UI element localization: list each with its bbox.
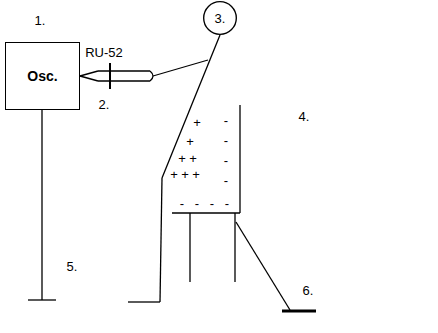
charge-sign: - [210, 197, 214, 210]
ground-symbol [28, 299, 56, 300]
leg [160, 178, 162, 302]
probe-collar [109, 63, 111, 89]
charge-sign: + [181, 168, 189, 181]
callout-number: 4. [299, 110, 310, 123]
charge-sign: - [224, 114, 228, 127]
callout-number: 6. [303, 284, 314, 297]
charge-sign: + [192, 168, 200, 181]
chair-leg [234, 213, 235, 282]
probe-name: RU-52 [85, 46, 123, 59]
chair-leg [189, 213, 190, 282]
callout-number: 2. [99, 98, 110, 111]
probe-wire [153, 60, 208, 76]
chair-seat [172, 212, 240, 213]
charge-sign: - [225, 197, 229, 210]
head-circle: 3. [203, 1, 237, 35]
charge-sign: - [224, 134, 228, 147]
charge-sign: - [224, 154, 228, 167]
torso [162, 35, 220, 178]
probe-lead [80, 71, 98, 76]
ground-wire [236, 222, 290, 310]
probe-body [98, 71, 153, 81]
charge-sign: - [224, 174, 228, 187]
probe-lead [80, 76, 98, 81]
charge-sign: + [193, 116, 201, 129]
chair-back [239, 105, 240, 213]
charge-sign: + [170, 168, 178, 181]
charge-sign: + [186, 135, 194, 148]
ground-wire [41, 110, 42, 300]
charge-sign: - [180, 197, 184, 210]
charge-sign: - [195, 197, 199, 210]
node-text: Osc. [27, 68, 57, 84]
oscilloscope-box: Osc. [5, 42, 80, 110]
foot [128, 301, 160, 302]
ground-plate [282, 310, 316, 313]
node-text: 3. [215, 11, 226, 26]
callout-number: 5. [67, 260, 78, 273]
callout-number: 1. [35, 14, 46, 27]
charge-sign: + [178, 152, 186, 165]
charge-sign: + [189, 152, 197, 165]
